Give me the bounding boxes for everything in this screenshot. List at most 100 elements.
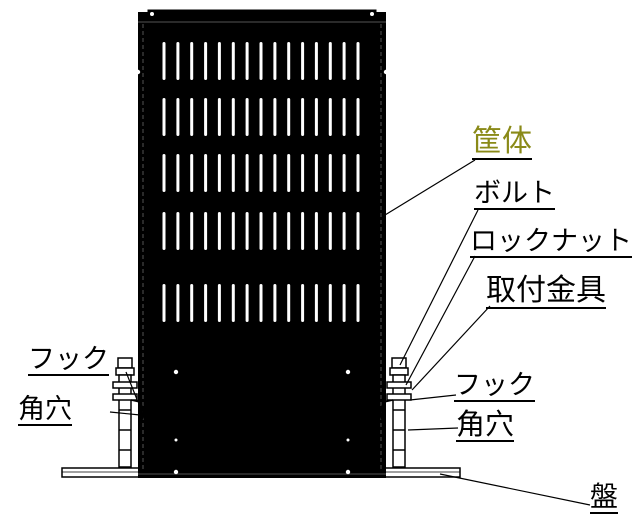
label-bolt: ボルト	[474, 178, 555, 210]
ventilation-slot	[162, 284, 166, 322]
ventilation-slot	[231, 98, 235, 136]
ventilation-slot	[314, 284, 318, 322]
ventilation-slot	[162, 212, 166, 250]
label-enclosure: 筐体	[472, 124, 532, 160]
ventilation-slot	[273, 42, 277, 80]
ventilation-slot	[176, 212, 180, 250]
ventilation-slot	[204, 42, 208, 80]
leader-square-hole-right	[407, 427, 459, 431]
ventilation-slot	[273, 154, 277, 192]
ventilation-slot	[356, 212, 360, 250]
ventilation-slot	[301, 98, 305, 136]
label-panel: 盤	[590, 480, 619, 514]
ventilation-slot	[204, 212, 208, 250]
ventilation-slot	[190, 154, 194, 192]
label-square-hole-right: 角穴	[456, 407, 515, 442]
ventilation-slot	[245, 284, 249, 322]
leader-lines	[109, 159, 591, 506]
leader-square-hole-left	[109, 411, 141, 416]
ventilation-slot	[314, 212, 318, 250]
bolt-assembly-left	[112, 357, 145, 470]
ventilation-slot	[273, 212, 277, 250]
leader-bracket	[411, 305, 491, 391]
ventilation-slot	[342, 284, 346, 322]
ventilation-slot	[190, 42, 194, 80]
ventilation-slot	[204, 154, 208, 192]
ventilation-slot	[259, 98, 263, 136]
ventilation-slot	[273, 98, 277, 136]
ventilation-slot	[356, 284, 360, 322]
ventilation-slot	[328, 212, 332, 250]
ventilation-slot	[162, 154, 166, 192]
enclosure-body	[135, 9, 389, 478]
ventilation-slot	[204, 284, 208, 322]
ventilation-slot	[190, 98, 194, 136]
ventilation-slot	[162, 98, 166, 136]
ventilation-slot	[356, 42, 360, 80]
label-square-hole-left: 角穴	[18, 394, 72, 426]
ventilation-slot	[231, 284, 235, 322]
label-mounting-bracket: 取付金具	[486, 273, 606, 309]
ventilation-slot	[204, 98, 208, 136]
leader-panel	[439, 473, 591, 506]
leader-bolt	[399, 209, 479, 366]
bolt-assembly-right	[379, 357, 412, 470]
ventilation-slot	[342, 98, 346, 136]
ventilation-slot	[245, 98, 249, 136]
ventilation-slot	[245, 42, 249, 80]
label-locknut: ロックナット	[470, 226, 632, 258]
ventilation-slot	[231, 42, 235, 80]
ventilation-slot	[245, 212, 249, 250]
ventilation-slot	[287, 98, 291, 136]
ventilation-slot	[328, 154, 332, 192]
ventilation-slot	[301, 212, 305, 250]
leader-enclosure	[384, 159, 476, 216]
ventilation-slot	[287, 212, 291, 250]
ventilation-slot	[328, 42, 332, 80]
ventilation-slot	[245, 154, 249, 192]
ventilation-slot	[259, 42, 263, 80]
ventilation-slot	[259, 154, 263, 192]
ventilation-slot	[287, 284, 291, 322]
ventilation-slot	[162, 42, 166, 80]
ventilation-slot	[273, 284, 277, 322]
ventilation-slot	[328, 98, 332, 136]
leader-hook-left	[125, 371, 139, 403]
ventilation-slot	[342, 42, 346, 80]
ventilation-slot	[342, 154, 346, 192]
ventilation-slot	[287, 154, 291, 192]
ventilation-slot	[176, 98, 180, 136]
leader-locknut	[405, 255, 476, 386]
ventilation-slot	[231, 212, 235, 250]
ventilation-slot	[301, 284, 305, 322]
ventilation-slot	[314, 98, 318, 136]
ventilation-slots	[162, 42, 360, 322]
ventilation-slot	[342, 212, 346, 250]
ventilation-slot	[356, 154, 360, 192]
label-hook-right: フック	[454, 370, 535, 402]
ventilation-slot	[217, 212, 221, 250]
ventilation-slot	[217, 284, 221, 322]
ventilation-slot	[356, 98, 360, 136]
ventilation-slot	[190, 284, 194, 322]
ventilation-slot	[314, 154, 318, 192]
ventilation-slot	[231, 154, 235, 192]
ventilation-slot	[217, 98, 221, 136]
ventilation-slot	[301, 42, 305, 80]
ventilation-slot	[217, 42, 221, 80]
label-hook-left: フック	[28, 344, 109, 376]
screw-holes	[135, 12, 389, 475]
leader-hook-right	[409, 394, 457, 401]
ventilation-slot	[176, 42, 180, 80]
ventilation-slot	[301, 154, 305, 192]
ventilation-slot	[176, 154, 180, 192]
ventilation-slot	[259, 284, 263, 322]
ventilation-slot	[217, 154, 221, 192]
ventilation-slot	[328, 284, 332, 322]
ventilation-slot	[190, 212, 194, 250]
ventilation-slot	[287, 42, 291, 80]
ventilation-slot	[259, 212, 263, 250]
ventilation-slot	[176, 284, 180, 322]
ventilation-slot	[314, 42, 318, 80]
